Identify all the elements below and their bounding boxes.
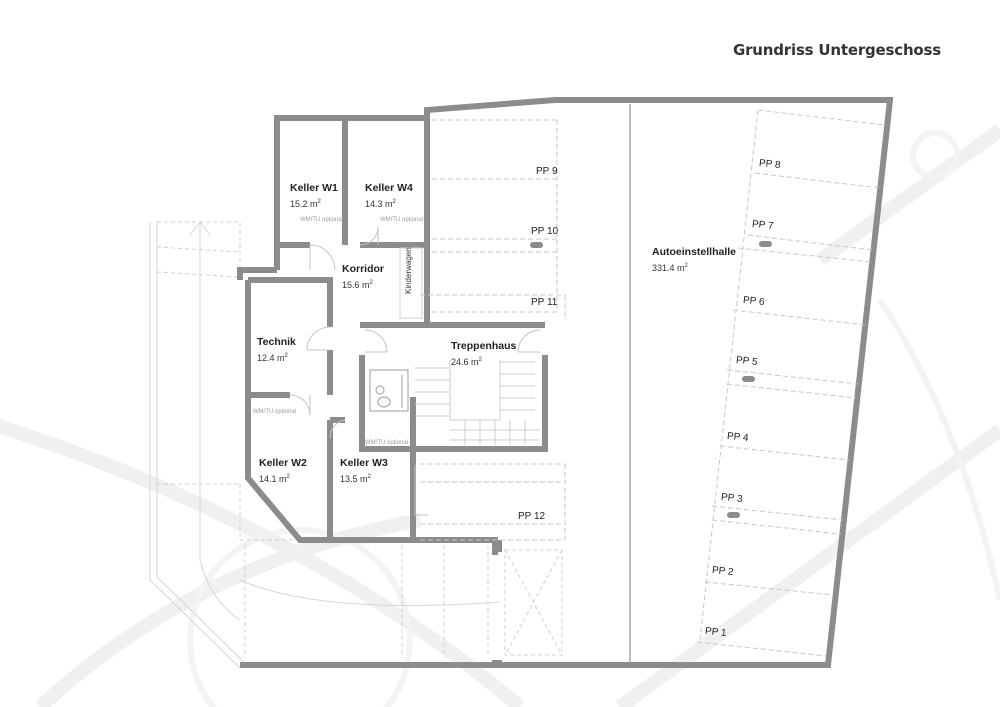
wc-fixtures	[369, 369, 409, 412]
parking-label-pp4: PP 4	[726, 430, 750, 445]
parking-label-pp9: PP 9	[536, 166, 558, 177]
parking-label-pp10: PP 10	[531, 226, 559, 237]
room-korridor: Korridor 15.6 m2	[342, 263, 384, 290]
room-area: 331.4 m2	[652, 263, 688, 273]
parking-label-pp5: PP 5	[735, 354, 759, 369]
parking-label-pp7: PP 7	[751, 218, 775, 233]
note-wmtu-w3: WM/TU optional	[365, 440, 409, 446]
room-name: Keller W1	[290, 182, 338, 194]
room-area: 12.4 m2	[257, 353, 288, 363]
note-wmtu-w2: WM/TU optional	[253, 409, 297, 415]
note-wmtu-w4: WM/TU optional	[380, 217, 424, 223]
charger-pp5-icon	[742, 376, 755, 382]
room-keller-w3: Keller W3 13.5 m2	[340, 457, 388, 484]
charger-pp7-icon	[759, 241, 772, 247]
room-area: 15.6 m2	[342, 280, 373, 290]
door-jambs	[492, 540, 502, 668]
room-treppenhaus: Treppenhaus 24.6 m2	[451, 340, 516, 367]
room-area: 14.1 m2	[259, 474, 290, 484]
room-autoeinstellhalle: Autoeinstellhalle 331.4 m2	[652, 246, 736, 273]
exterior-ramp	[149, 221, 501, 669]
room-keller-w2: Keller W2 14.1 m2	[259, 457, 307, 484]
parking-label-pp6: PP 6	[742, 294, 766, 309]
room-name: Treppenhaus	[451, 340, 517, 352]
room-name: Korridor	[342, 263, 384, 275]
note-wmtu-w1: WM/TU optional	[300, 217, 344, 223]
charger-pp10-icon	[530, 242, 543, 248]
parking-label-pp12: PP 12	[518, 511, 546, 522]
parking-label-pp11: PP 11	[531, 297, 558, 308]
stairs	[415, 360, 540, 445]
room-name: Technik	[257, 336, 296, 348]
door-swings	[289, 226, 541, 516]
charger-pp3-icon	[727, 512, 740, 518]
room-area: 14.3 m2	[365, 199, 396, 209]
exterior-dashed	[156, 221, 563, 658]
parking-label-pp8: PP 8	[758, 157, 782, 172]
room-area: 24.6 m2	[451, 357, 482, 367]
room-area: 13.5 m2	[340, 474, 371, 484]
parking-label-pp3: PP 3	[720, 491, 744, 506]
kinderwagen-niche	[399, 247, 423, 319]
parking-label-pp1: PP 1	[704, 625, 728, 640]
charging-stations	[530, 241, 772, 518]
page-title: Grundriss Untergeschoss	[733, 41, 941, 59]
parking-label-pp2: PP 2	[711, 564, 735, 579]
parking-bays	[420, 109, 886, 657]
room-area: 15.2 m2	[290, 199, 321, 209]
room-keller-w1: Keller W1 15.2 m2	[290, 182, 338, 209]
room-keller-w4: Keller W4 14.3 m2	[365, 182, 413, 209]
walls	[237, 97, 894, 668]
room-name: Keller W4	[365, 182, 413, 194]
room-technik: Technik 12.4 m2	[257, 336, 296, 363]
note-kinderwagen: Kinderwagen	[404, 247, 413, 294]
room-name: Keller W2	[259, 457, 307, 469]
room-name: Keller W3	[340, 457, 388, 469]
room-name: Autoeinstellhalle	[652, 246, 737, 258]
